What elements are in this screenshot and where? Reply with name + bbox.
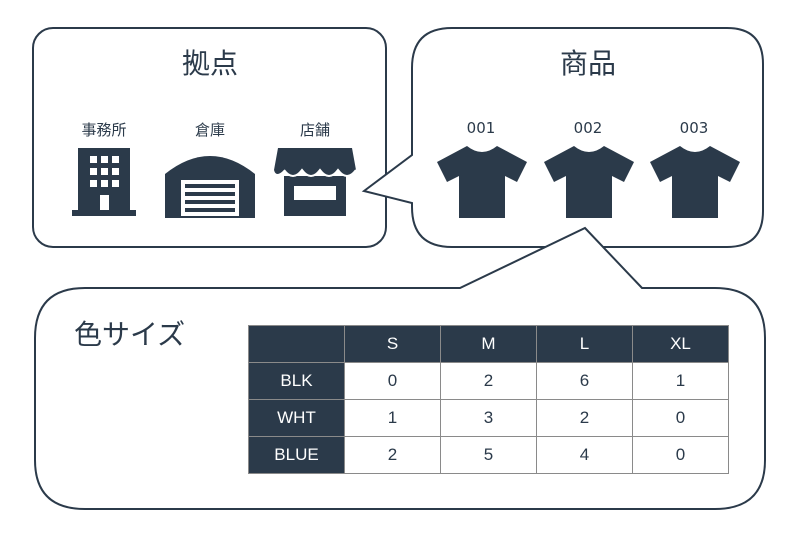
table-cell: 4 — [536, 436, 633, 474]
location-label-warehouse: 倉庫 — [194, 121, 225, 139]
table-cell: 2 — [536, 399, 633, 437]
table-cell: 2 — [344, 436, 441, 474]
row-header: WHT — [248, 399, 345, 437]
table-row: BLUE 2 5 4 0 — [248, 436, 729, 474]
table-cell: 5 — [440, 436, 537, 474]
product-label-003: 003 — [679, 119, 709, 137]
row-header: BLUE — [248, 436, 345, 474]
office-building-icon — [72, 148, 136, 216]
location-label-office: 事務所 — [81, 121, 127, 139]
row-header: BLK — [248, 362, 345, 400]
table-cell: 2 — [440, 362, 537, 400]
tshirt-icon — [437, 146, 527, 218]
locations-title: 拠点 — [181, 47, 238, 80]
location-label-store: 店舗 — [299, 121, 330, 139]
table-cell: 1 — [344, 399, 441, 437]
products-title: 商品 — [559, 47, 616, 80]
product-label-001: 001 — [466, 119, 496, 137]
table-cell: 6 — [536, 362, 633, 400]
table-cell: 0 — [632, 436, 729, 474]
column-header: L — [536, 325, 633, 363]
tshirt-icon — [544, 146, 634, 218]
table-cell: 1 — [632, 362, 729, 400]
table-row: WHT 1 3 2 0 — [248, 399, 729, 437]
product-label-002: 002 — [573, 119, 603, 137]
tshirt-icon — [650, 146, 740, 218]
table-row: BLK 0 2 6 1 — [248, 362, 729, 400]
variants-title: 色サイズ — [74, 318, 186, 351]
table-cell: 0 — [632, 399, 729, 437]
column-header: XL — [632, 325, 729, 363]
column-header: S — [344, 325, 441, 363]
table-cell: 0 — [344, 362, 441, 400]
table-cell: 3 — [440, 399, 537, 437]
table-corner-cell — [248, 325, 345, 363]
store-icon — [274, 148, 356, 216]
column-header: M — [440, 325, 537, 363]
color-size-table: S M L XL BLK 0 2 6 1 WHT 1 3 2 0 BLUE 2 … — [248, 325, 729, 474]
table-header-row: S M L XL — [248, 325, 729, 363]
warehouse-icon — [165, 156, 255, 218]
